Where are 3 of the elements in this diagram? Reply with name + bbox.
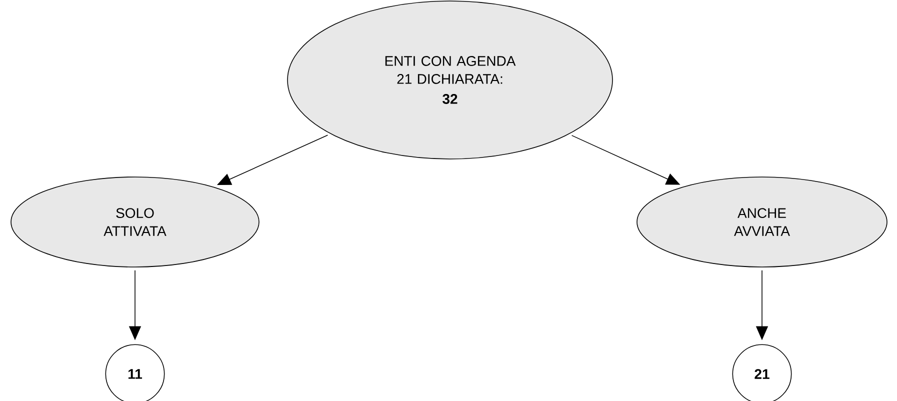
ellipse-node: SOLO ATTIVATA [10,176,260,268]
ellipse-node: ANCHE AVVIATA [636,176,888,268]
ellipse-node: ENTI CON AGENDA 21 DICHIARATA: 32 [287,0,613,160]
